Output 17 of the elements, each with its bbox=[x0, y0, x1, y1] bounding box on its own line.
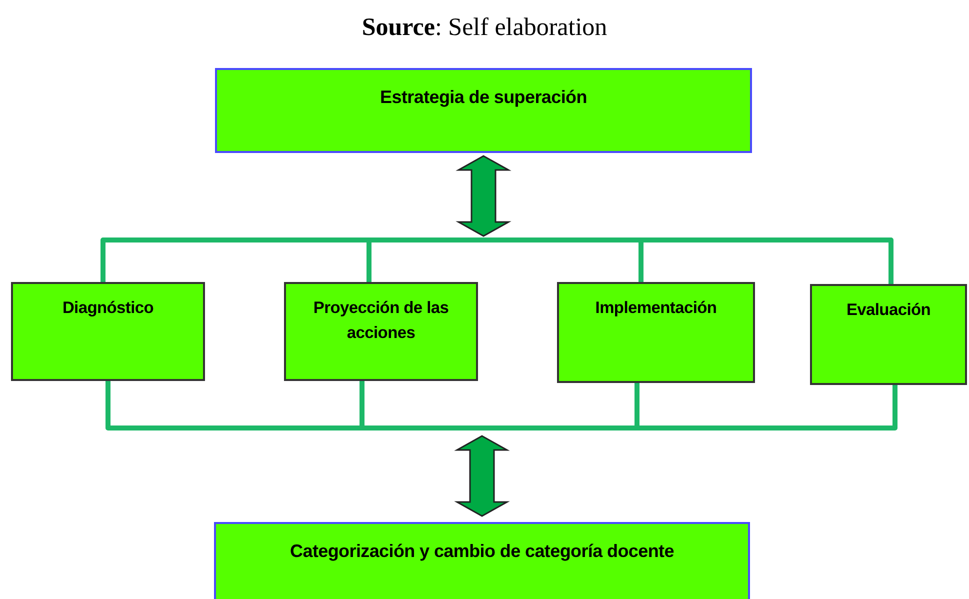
double-arrow bbox=[456, 155, 512, 237]
bracket-line bbox=[634, 383, 898, 430]
box-label: Diagnóstico bbox=[62, 298, 154, 319]
process-box bbox=[810, 284, 967, 385]
box-label: Proyección de las acciones bbox=[312, 298, 450, 344]
bracket-line bbox=[638, 238, 894, 284]
box-label: Evaluación bbox=[846, 300, 931, 321]
double-arrow bbox=[454, 435, 510, 517]
box-label: Estrategia de superación bbox=[380, 86, 587, 109]
process-box bbox=[284, 282, 478, 381]
process-box bbox=[557, 282, 755, 383]
box-label: Categorización y cambio de categoría docente bbox=[290, 540, 674, 563]
source-note: Source: Self elaboration bbox=[360, 14, 608, 42]
process-box bbox=[11, 282, 205, 381]
process-box bbox=[215, 68, 752, 153]
process-box bbox=[214, 522, 750, 599]
box-label: Implementación bbox=[595, 298, 717, 319]
